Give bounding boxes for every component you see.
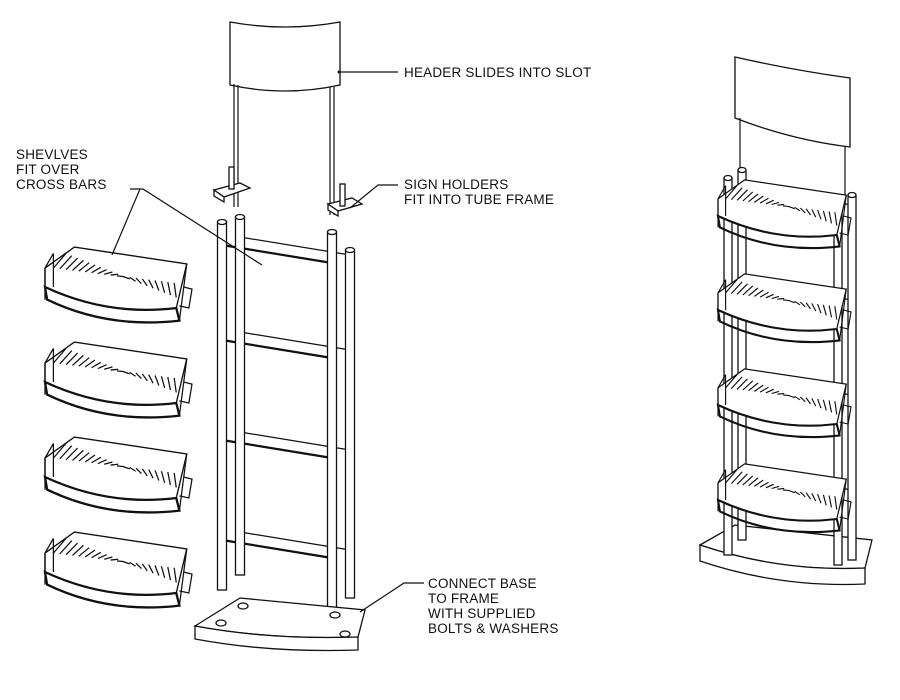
- wire-shelf: [43, 246, 193, 324]
- tube-post: [847, 194, 857, 561]
- wire-shelf: [716, 463, 852, 534]
- shelves-callout: SHEVLVES FIT OVER CROSS BARS: [16, 147, 107, 192]
- assembled-header: [734, 56, 851, 200]
- tube-post: [326, 231, 338, 611]
- sign-holders-callout: SIGN HOLDERS FIT INTO TUBE FRAME: [404, 177, 555, 207]
- leader-lines: [111, 70, 424, 613]
- assembled-shelves: [716, 179, 852, 534]
- base-callout: CONNECT BASE TO FRAME WITH SUPPLIED BOLT…: [428, 576, 559, 636]
- sign-holder-right: [326, 183, 364, 218]
- wire-shelf: [716, 368, 852, 439]
- wire-shelf: [716, 273, 852, 344]
- base-plate: [193, 597, 366, 652]
- tube-frame: [216, 213, 356, 611]
- wire-shelf: [43, 531, 193, 609]
- tube-post: [344, 249, 356, 599]
- tube-post: [216, 221, 228, 591]
- sign-holder-left: [212, 166, 252, 204]
- tube-post: [234, 216, 246, 576]
- wire-shelf: [43, 341, 193, 419]
- wire-shelf: [43, 436, 193, 514]
- header-callout: HEADER SLIDES INTO SLOT: [404, 65, 592, 80]
- exploded-shelves: [43, 246, 193, 609]
- wire-shelf: [716, 179, 852, 250]
